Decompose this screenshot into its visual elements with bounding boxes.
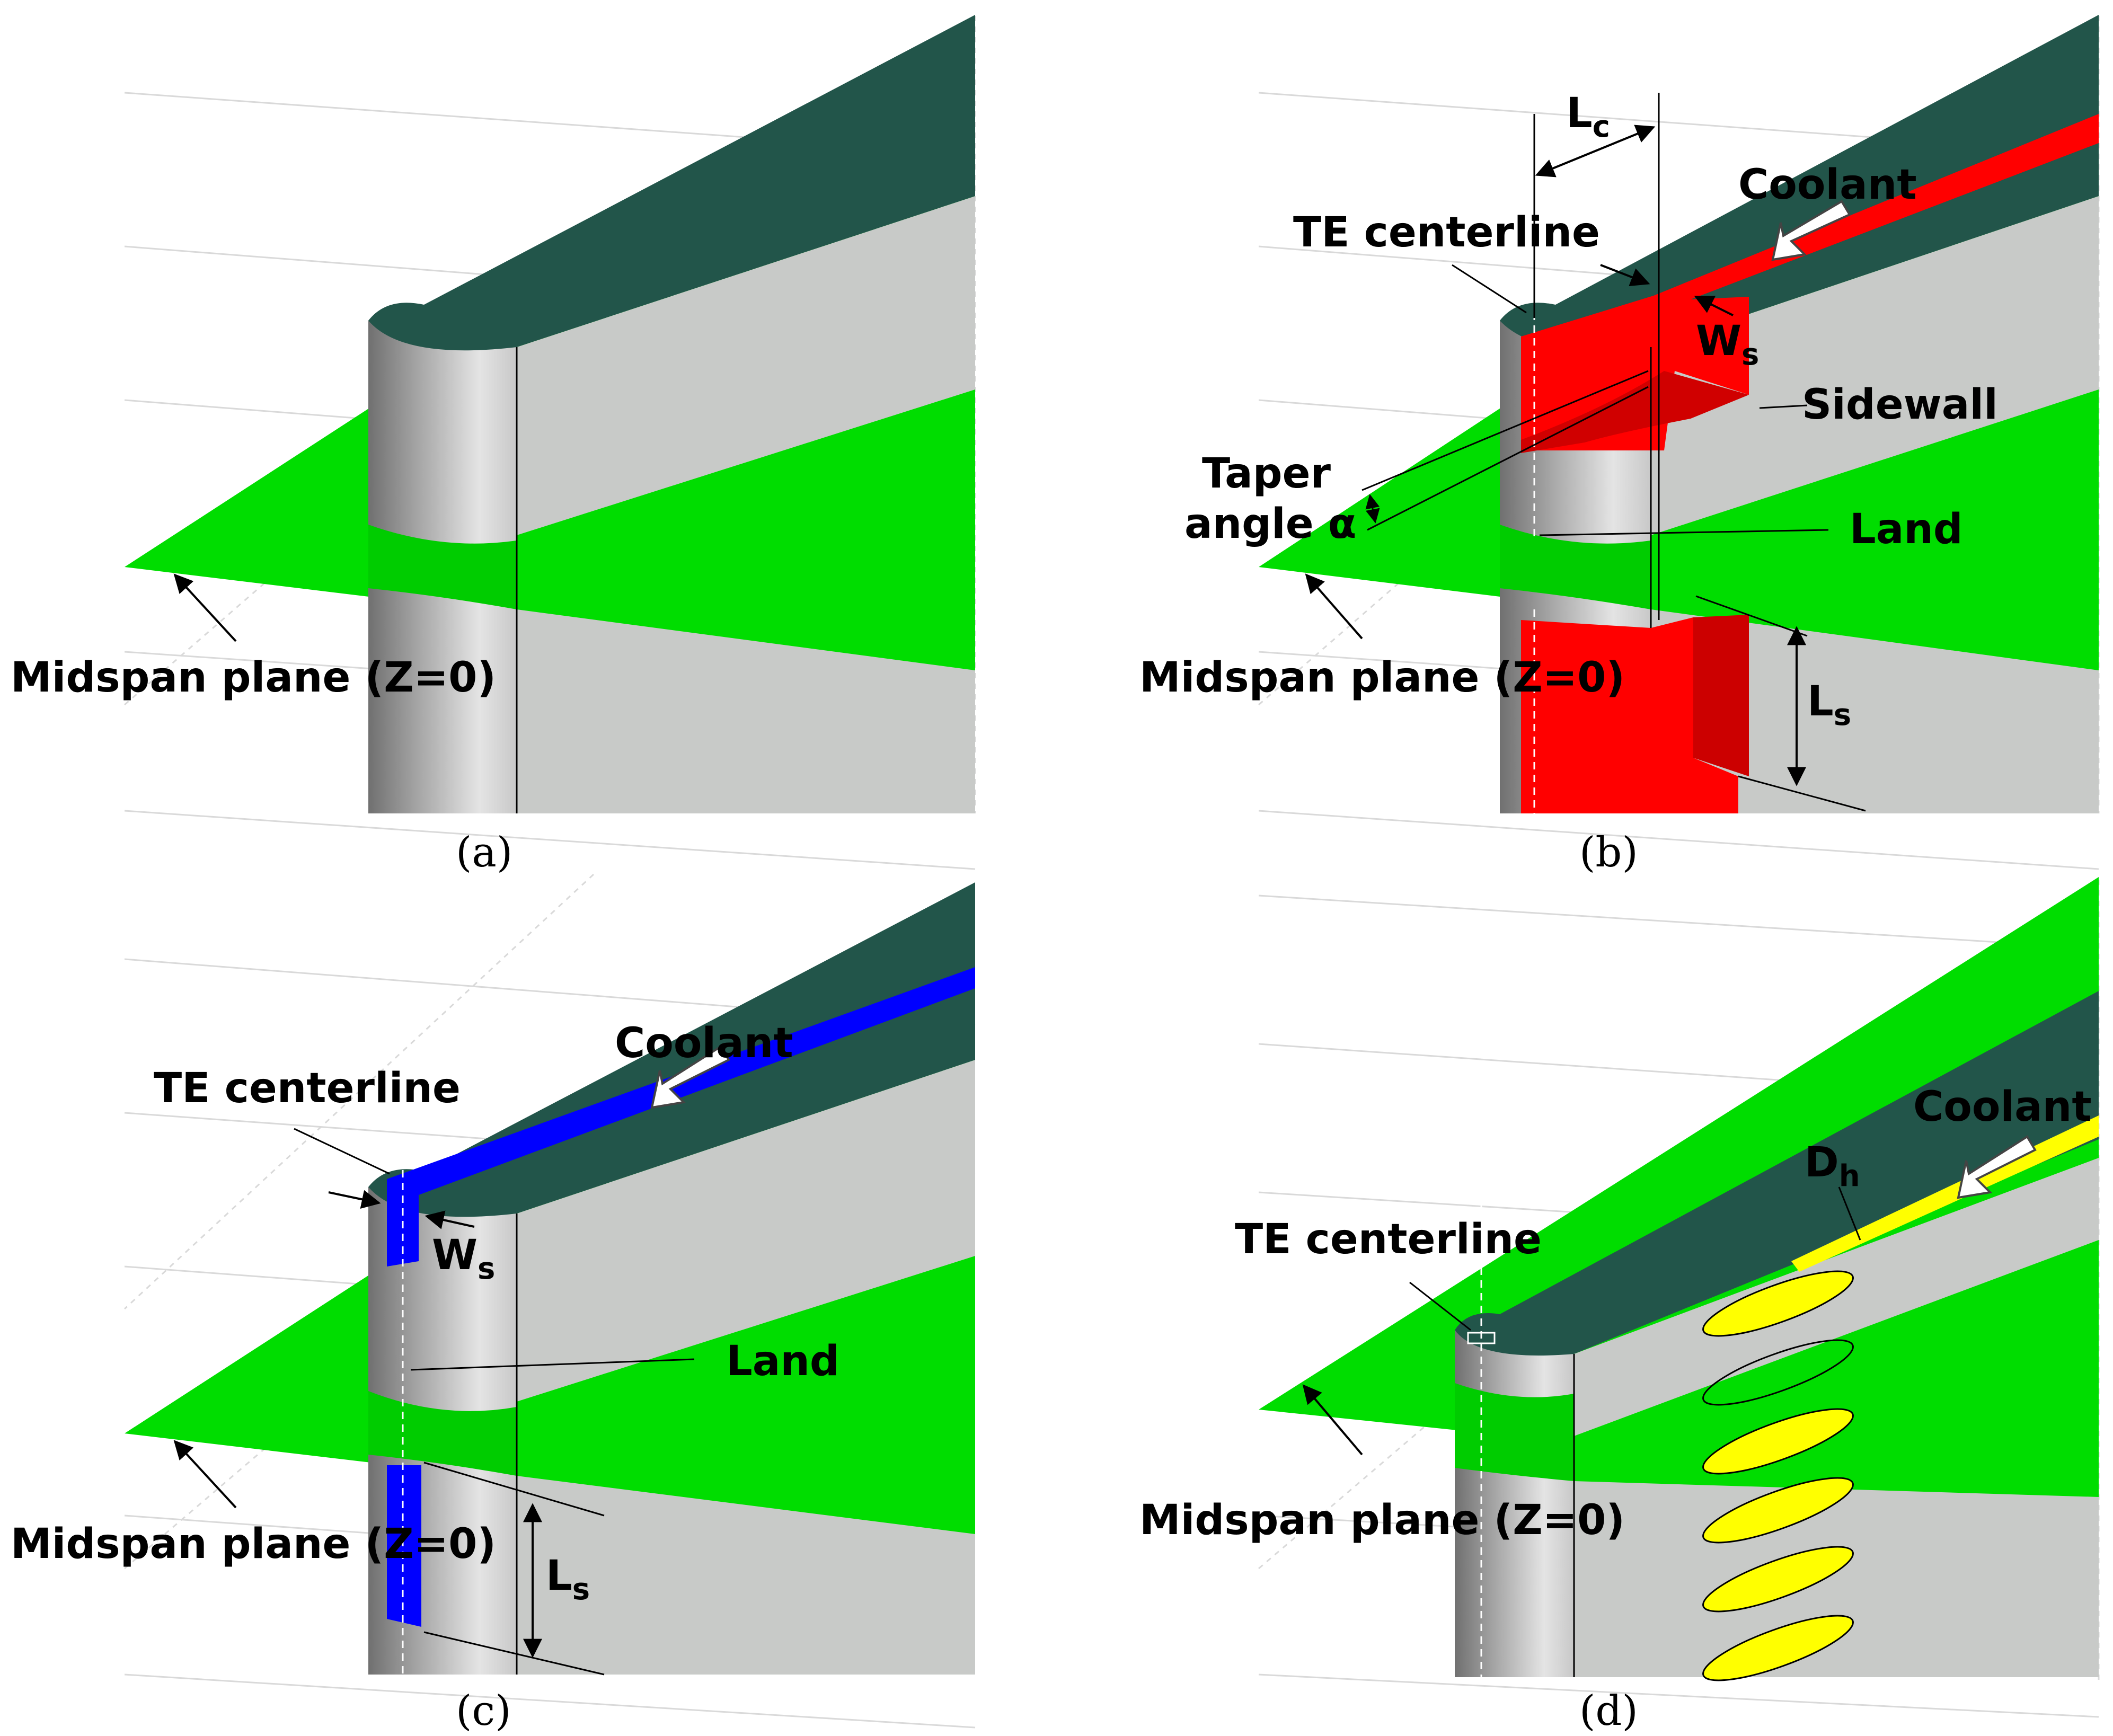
midspan-label: Midspan plane (Z=0) xyxy=(11,1520,496,1568)
taper-label-line2: angle α xyxy=(1184,500,1356,548)
caption-b: (b) xyxy=(1579,829,1638,876)
plane-front-band xyxy=(517,1256,975,1534)
land-pointer xyxy=(1539,529,1829,536)
coolant-slot-top xyxy=(387,967,975,1266)
ws-arrow-left xyxy=(1600,264,1650,287)
panel-b: Coolant TE centerline Sidewall Taper ang… xyxy=(1139,15,2100,876)
slot-floor xyxy=(1521,371,1749,453)
coolant-holes xyxy=(1702,1270,1854,1681)
midspan-arrow xyxy=(1305,573,1363,640)
coolant-slot-top xyxy=(1521,114,2099,450)
coolant-slot-lower xyxy=(1521,617,1738,813)
sidewall-pointer xyxy=(1759,404,1808,409)
land-pointer xyxy=(410,1358,695,1371)
land-label: Land xyxy=(1850,506,1963,553)
ws-arrow-left xyxy=(328,1190,381,1209)
sidewall-label: Sidewall xyxy=(1802,381,1998,429)
lc-label: Lc xyxy=(1566,90,1610,144)
te-under-plane xyxy=(368,525,517,609)
panel-d: Coolant TE centerline Midspan plane (Z=0… xyxy=(1139,877,2100,1735)
ws-label: Ws xyxy=(1696,317,1759,372)
midspan-arrow xyxy=(173,1440,237,1509)
ws-label: Ws xyxy=(432,1232,495,1286)
midspan-arrow xyxy=(173,573,237,642)
coolant-hole xyxy=(1702,1477,1854,1544)
caption-a: (a) xyxy=(456,829,512,876)
ws-arrow-right xyxy=(1694,296,1734,316)
ls-ext-bottom xyxy=(423,1631,605,1676)
coolant-label: Coolant xyxy=(1913,1083,2092,1131)
caption-c: (c) xyxy=(456,1687,511,1735)
blade-top-face xyxy=(1500,15,2099,351)
taper-line-1 xyxy=(1361,370,1649,491)
ws-arrow-right xyxy=(425,1210,475,1229)
plane-front-band xyxy=(1651,389,2099,670)
te-centerline-label: TE centerline xyxy=(1293,209,1600,256)
te-round-surface xyxy=(1455,1330,1574,1677)
te-under-plane xyxy=(1500,525,1651,609)
coolant-arrow xyxy=(1771,200,1851,261)
caption-d: (d) xyxy=(1579,1687,1638,1735)
blade-top-face xyxy=(1455,991,2099,1356)
panel-c: Coolant TE centerline Land Midspan plane… xyxy=(11,873,976,1735)
te-centerline-label: TE centerline xyxy=(1235,1216,1542,1263)
coolant-hole xyxy=(1702,1339,1854,1406)
taper-label-line1: Taper xyxy=(1202,450,1331,498)
te-centerline-pointer xyxy=(1452,264,1527,314)
ls-ext-bottom xyxy=(1738,775,1866,812)
blade-top-face xyxy=(368,15,975,351)
coolant-label: Coolant xyxy=(615,1020,793,1067)
midspan-label: Midspan plane (Z=0) xyxy=(1139,654,1625,702)
te-centerline-pointer xyxy=(1409,1281,1471,1331)
coolant-arrow xyxy=(1957,1135,2037,1199)
coolant-hole xyxy=(1702,1615,1854,1681)
midspan-label: Midspan plane (Z=0) xyxy=(11,654,496,702)
ls-label: Ls xyxy=(1807,678,1851,732)
ls-ext-top xyxy=(423,1462,605,1517)
coolant-label: Coolant xyxy=(1738,161,1917,209)
coolant-slot-lower xyxy=(387,1465,421,1627)
panel-a: Midspan plane (Z=0) (a) xyxy=(11,15,976,876)
plane-front-band xyxy=(1574,1240,2099,1497)
coolant-hole xyxy=(1702,1270,1854,1337)
coolant-hole xyxy=(1702,1408,1854,1475)
te-under-plane xyxy=(1455,1383,1574,1481)
coolant-hole xyxy=(1702,1546,1854,1613)
te-centerline-pointer xyxy=(294,1128,390,1175)
dh-pointer xyxy=(1838,1186,1861,1241)
midspan-arrow xyxy=(1302,1384,1363,1456)
land-label: Land xyxy=(726,1338,839,1385)
midspan-label: Midspan plane (Z=0) xyxy=(1139,1496,1625,1544)
plane-front-band xyxy=(517,389,975,670)
taper-arrow xyxy=(1365,494,1380,524)
te-under-plane xyxy=(368,1391,517,1476)
taper-line-2 xyxy=(1367,386,1649,531)
slot-lower-side xyxy=(1693,615,1749,776)
coolant-arrow xyxy=(650,1045,730,1109)
te-centerline-label: TE centerline xyxy=(154,1065,461,1112)
ls-label: Ls xyxy=(546,1552,590,1607)
lc-dim-arrow xyxy=(1535,125,1656,178)
dh-label: Dh xyxy=(1805,1139,1860,1193)
